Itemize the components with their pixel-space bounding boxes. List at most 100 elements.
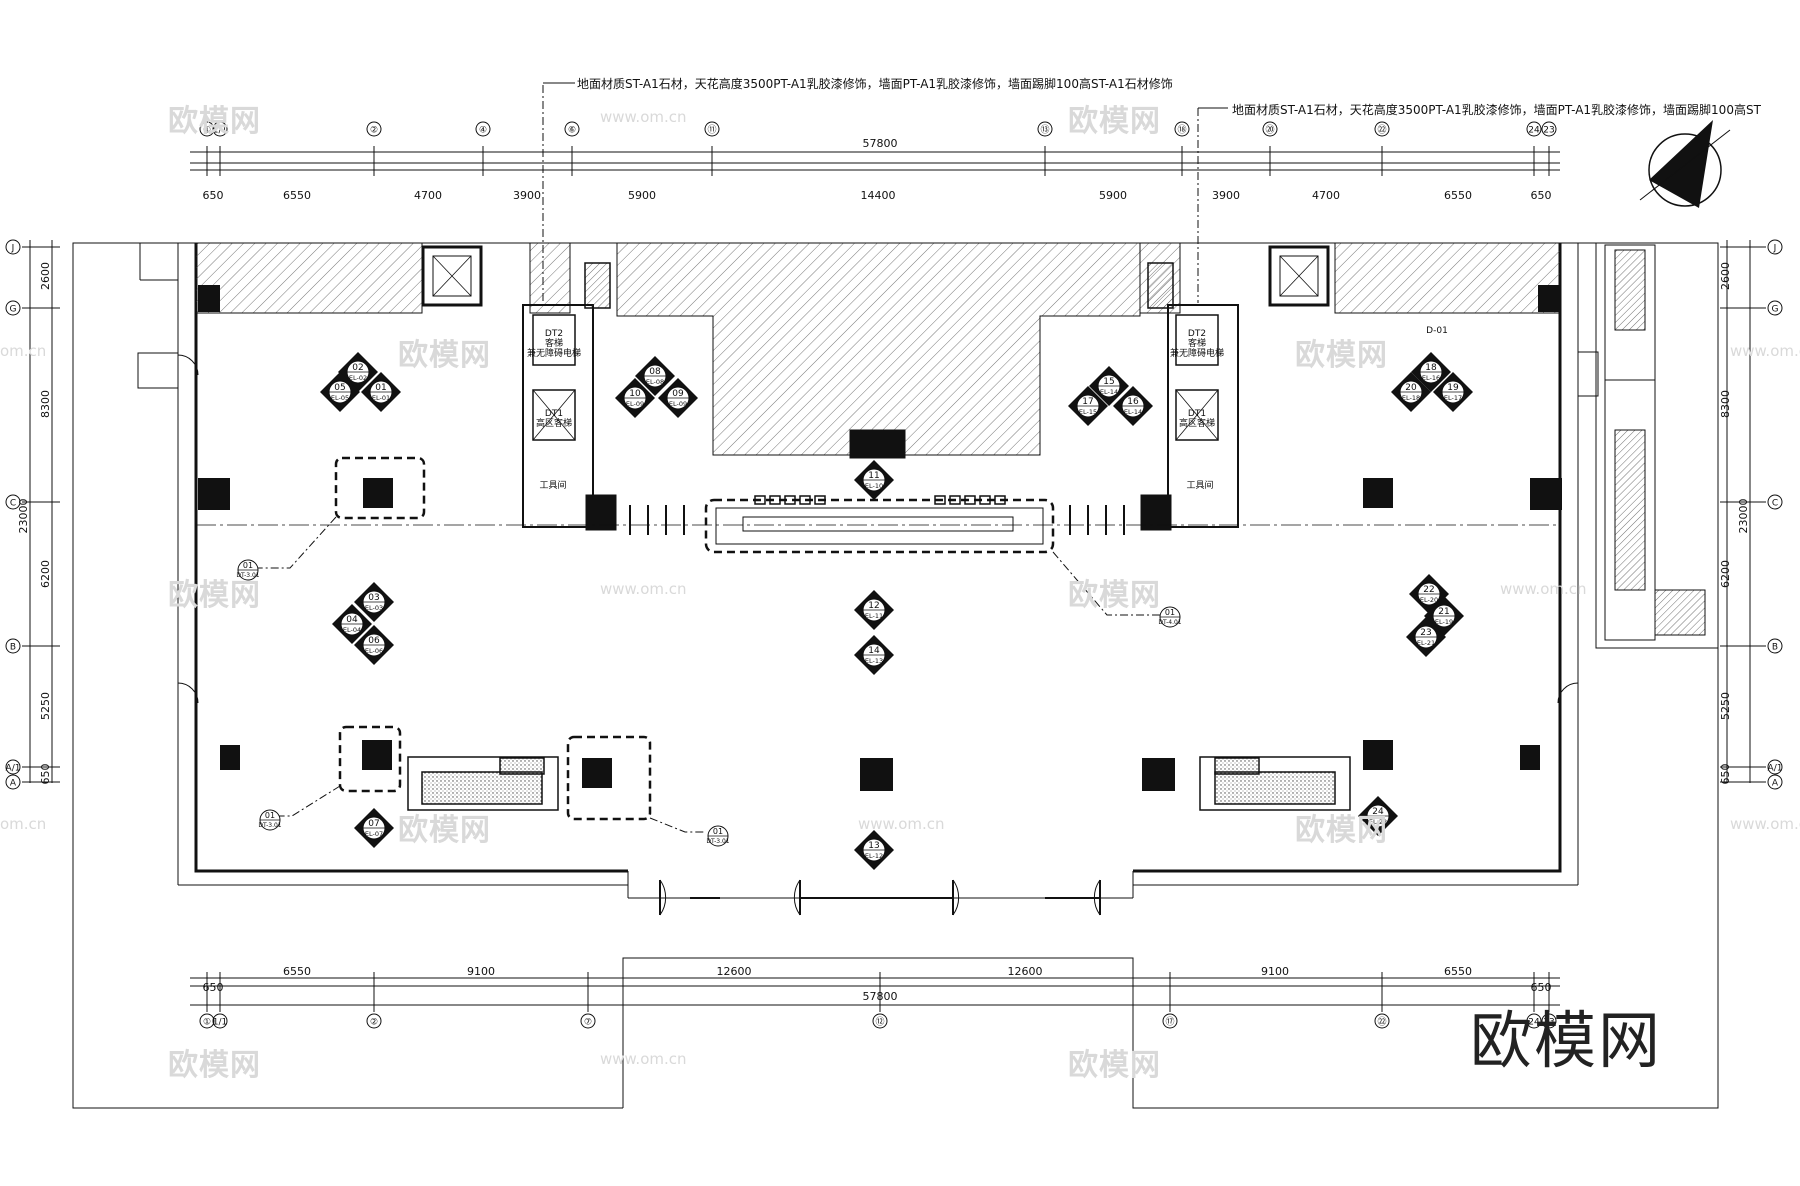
site-outline	[72, 242, 1719, 1109]
watermark: 欧模网	[398, 338, 491, 373]
grid-bubble	[1262, 121, 1278, 137]
elevation-tag-number: 03	[368, 593, 379, 603]
grid-bubble	[5, 638, 21, 654]
grid-label: ⑦	[584, 1018, 592, 1028]
elevation-tag-number: 09	[672, 389, 684, 399]
grid-label: 23	[1543, 126, 1554, 136]
dt2-right-label-2: 兼无障碍电梯	[1170, 347, 1224, 359]
elevation-tag-ref: EL-09	[626, 400, 644, 408]
elevation-tag-number: 06	[368, 636, 380, 646]
elevation-tag-ref: EL-09	[669, 400, 687, 408]
dt1-left-label: 高区客梯	[536, 417, 572, 429]
watermark: 欧模网	[168, 104, 261, 139]
dt1-right-label: 高区客梯	[1179, 417, 1215, 429]
dim-top-seg: 650	[1531, 189, 1552, 202]
detail-tag-number: 01	[243, 561, 253, 570]
material-note-2: 地面材质ST-A1石材，天花高度3500PT-A1乳胶漆修饰，墙面PT-A1乳胶…	[1232, 103, 1761, 117]
grid-label: 1/1	[213, 126, 227, 136]
dt2-right: DT2	[1188, 329, 1206, 339]
watermark: 欧模网	[1068, 1048, 1161, 1083]
grid-label: A/1	[1768, 764, 1783, 774]
watermark-url: www.om.cn	[1730, 815, 1800, 833]
columns	[198, 285, 1562, 791]
grid-bubble	[5, 494, 21, 510]
detail-tag-ref: DT-3.01	[706, 838, 729, 845]
dt2-left-label-1: 客梯	[545, 337, 563, 349]
grid-label: ②	[370, 1018, 378, 1028]
dim-right-seg: 2600	[1719, 262, 1732, 290]
elevation-tag-number: 08	[649, 367, 661, 377]
grid-label: ⑪	[707, 125, 716, 136]
grid-label: C	[1772, 499, 1778, 509]
watermark: 欧模网	[1295, 813, 1388, 848]
dim-bottom-seg: 650	[1531, 981, 1552, 994]
watermark-url: om.cn	[0, 342, 47, 360]
north-arrow-icon	[1639, 120, 1731, 208]
dim-top-seg: 5900	[1099, 189, 1127, 202]
elevation-tag-ref: EL-02	[349, 374, 367, 382]
dt2-left-label-2: 兼无障碍电梯	[527, 347, 581, 359]
watermark-url: www.om.cn	[600, 108, 687, 126]
grid-label: C	[10, 499, 16, 509]
watermark-url: www.om.cn	[600, 1050, 687, 1068]
elevation-tag-number: 19	[1447, 383, 1459, 393]
dim-bottom-seg: 12600	[717, 965, 752, 978]
elevation-tag-ref: EL-14	[1124, 408, 1142, 416]
watermark: 欧模网	[168, 578, 261, 613]
dim-left-seg: 5250	[39, 692, 52, 720]
grid-label: ⑬	[1040, 125, 1049, 136]
grid-label: A/1	[6, 764, 21, 774]
elevation-tag-number: 11	[868, 471, 879, 481]
dim-bottom-seg: 9100	[1261, 965, 1289, 978]
grid-bubble	[1767, 638, 1783, 654]
detail-tag-ref: DT-3.01	[236, 572, 259, 579]
grid-bubble	[212, 1013, 228, 1029]
watermark: 欧模网	[1068, 578, 1161, 613]
grid-label: ④	[479, 126, 487, 136]
dim-top-seg: 6550	[1444, 189, 1472, 202]
grid-label: ⑥	[568, 126, 576, 136]
dim-top-seg: 650	[203, 189, 224, 202]
elevation-tag-number: 21	[1438, 607, 1449, 617]
grid-label: 1/1	[213, 1018, 227, 1028]
elevation-tag-ref: EL-06	[365, 647, 383, 655]
watermark: 欧模网	[398, 813, 491, 848]
watermark: 欧模网	[1295, 338, 1388, 373]
watermark-url: www.om.cn	[1730, 342, 1800, 360]
grid-bubble	[1767, 494, 1783, 510]
elevation-tag-ref: EL-14	[1100, 388, 1118, 396]
elevation-tag-ref: EL-15	[1079, 408, 1097, 416]
grid-bubble	[1767, 759, 1783, 775]
dim-left-total: 23000	[17, 499, 30, 534]
grid-bubble	[366, 1013, 382, 1029]
watermark-url: www.om.cn	[1500, 580, 1587, 598]
dim-right-seg: 5250	[1719, 692, 1732, 720]
grid-label: A	[1772, 779, 1779, 789]
lounge-sofas	[407, 756, 1351, 811]
entrance-glazing	[627, 871, 1134, 916]
detail-tag-number: 01	[713, 827, 723, 836]
grid-label: G	[10, 305, 17, 315]
elevation-tag-number: 01	[375, 383, 386, 393]
elevation-tag-number: 15	[1103, 377, 1114, 387]
elevation-tag-ref: EL-21	[1417, 639, 1435, 647]
side-doors	[177, 354, 1579, 704]
grid-bubble	[1767, 239, 1783, 255]
elevator-core-right	[1140, 245, 1330, 531]
elevation-tag-number: 02	[352, 363, 363, 373]
